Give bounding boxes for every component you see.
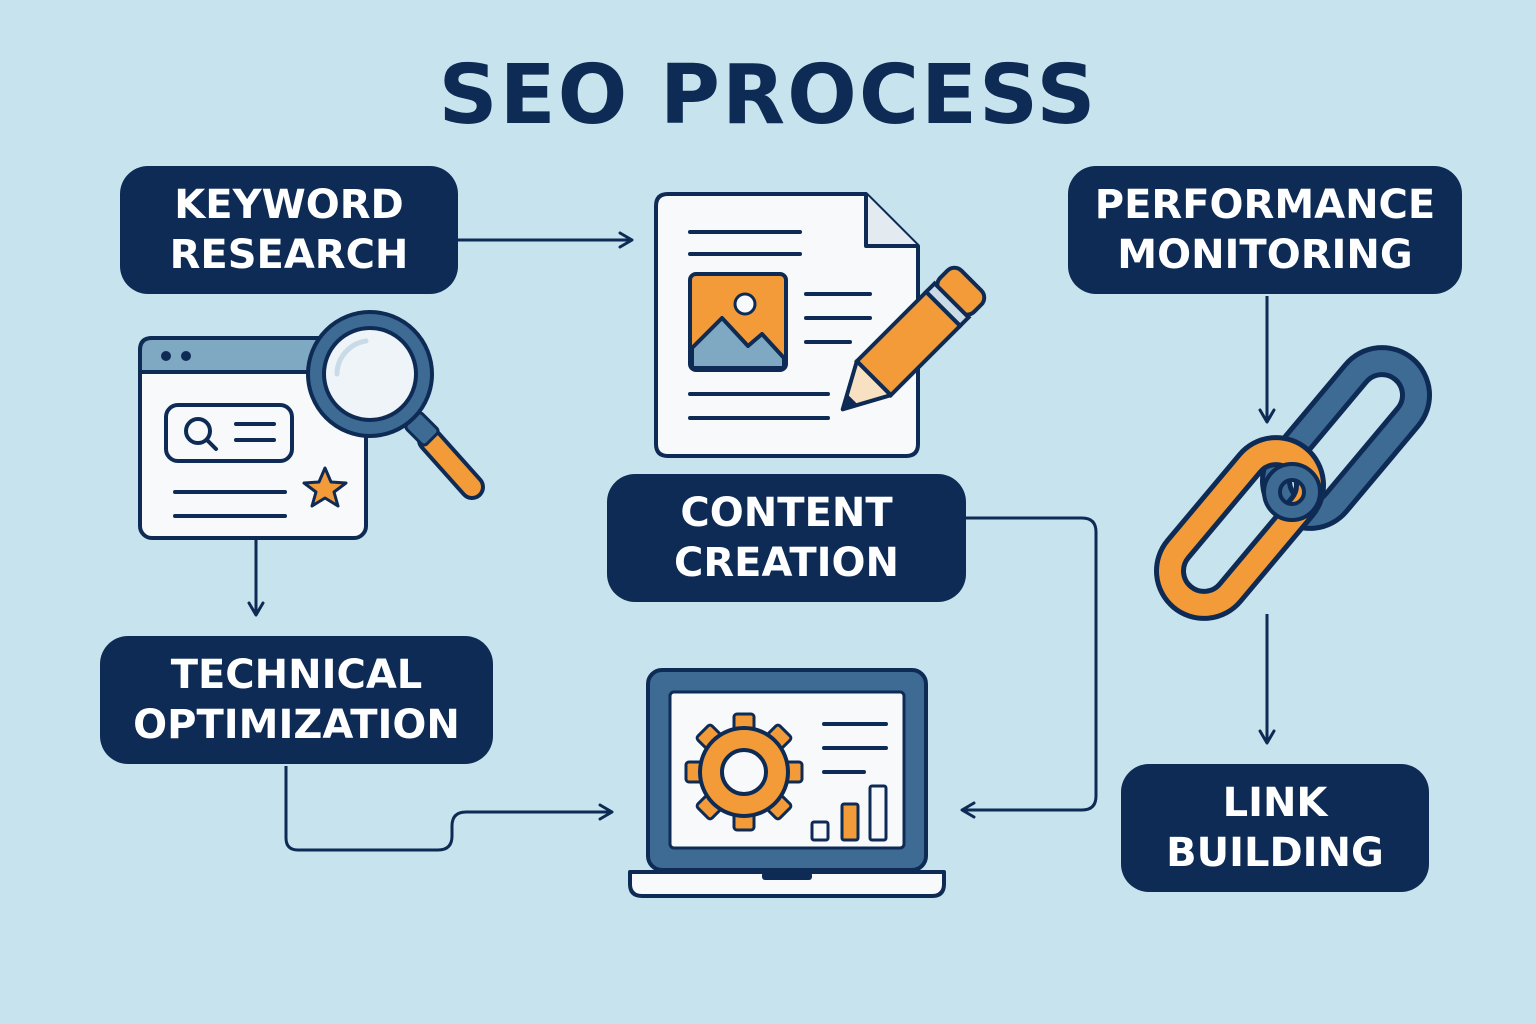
step-label-line1: KEYWORD xyxy=(174,182,404,228)
step-label-line1: TECHNICAL xyxy=(170,652,423,698)
step-label-line2: RESEARCH xyxy=(169,232,409,278)
step-label-line2: CREATION xyxy=(674,540,899,586)
gear-icon xyxy=(684,712,804,832)
step-label-line1: CONTENT xyxy=(680,490,893,536)
laptop-gear-icon xyxy=(628,668,946,898)
step-label-line1: LINK xyxy=(1222,780,1328,826)
bar-chart-icon xyxy=(810,784,888,842)
magnifier-icon xyxy=(306,310,485,500)
step-performance-monitoring: PERFORMANCE MONITORING xyxy=(1068,166,1462,294)
step-content-creation: CONTENT CREATION xyxy=(607,474,966,602)
arrow-content-to-laptop xyxy=(960,516,1098,819)
step-keyword-research: KEYWORD RESEARCH xyxy=(120,166,458,294)
step-label-line1: PERFORMANCE xyxy=(1094,182,1436,228)
step-technical-optimization: TECHNICAL OPTIMIZATION xyxy=(100,636,493,764)
page-title: SEO PROCESS xyxy=(438,48,1098,143)
step-link-building: LINK BUILDING xyxy=(1121,764,1429,892)
arrow-technical-to-laptop xyxy=(284,766,614,852)
star-icon xyxy=(302,466,348,508)
step-label-line2: MONITORING xyxy=(1117,232,1413,278)
connectors xyxy=(247,231,1276,852)
document-icon xyxy=(654,192,920,458)
pencil-icon xyxy=(840,265,987,412)
step-label-line2: OPTIMIZATION xyxy=(133,702,460,748)
step-label-line2: BUILDING xyxy=(1166,830,1384,876)
chain-link-icon xyxy=(1154,345,1432,621)
